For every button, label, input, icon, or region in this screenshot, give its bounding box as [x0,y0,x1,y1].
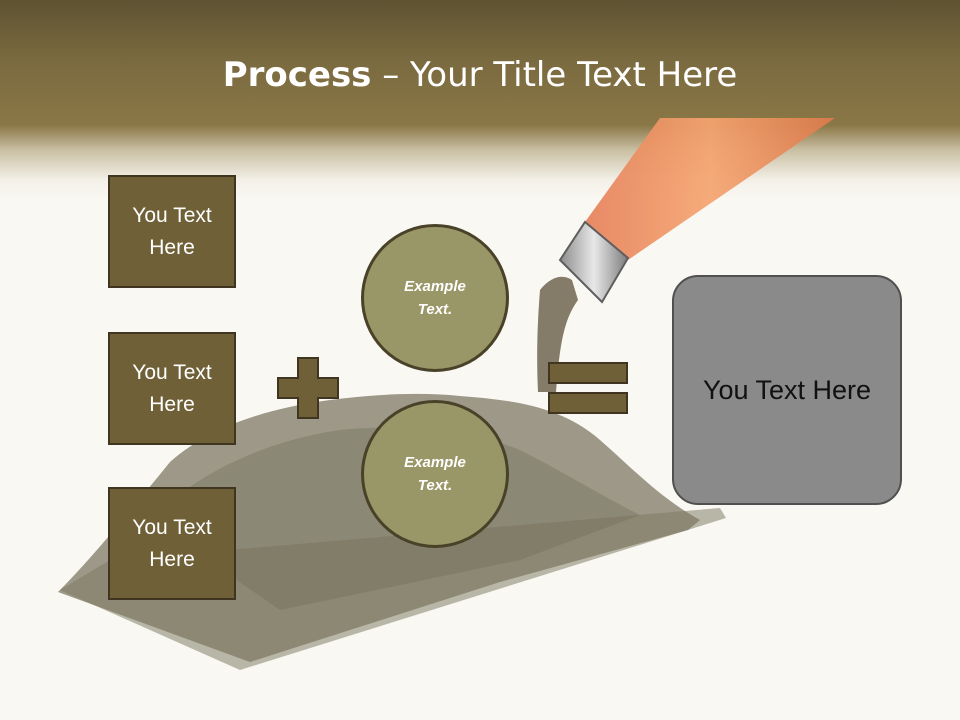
text-box-1[interactable]: You Text Here [108,175,236,288]
result-box[interactable]: You Text Here [672,275,902,505]
example-circle-2[interactable]: Example Text. [361,400,509,548]
text-box-label: You Text Here [132,515,212,571]
title-bold: Process [222,55,372,95]
equals-icon [548,362,628,414]
header-band [0,0,960,200]
plus-icon [277,357,339,419]
text-box-3[interactable]: You Text Here [108,487,236,600]
result-label: You Text Here [702,374,872,405]
title-rest: – Your Title Text Here [371,55,738,95]
circle-label: Example Text. [404,454,466,494]
text-box-2[interactable]: You Text Here [108,332,236,445]
text-box-label: You Text Here [132,203,212,259]
example-circle-1[interactable]: Example Text. [361,224,509,372]
text-box-label: You Text Here [132,360,212,416]
circle-label: Example Text. [404,278,466,318]
page-title: Process – Your Title Text Here [0,52,960,98]
